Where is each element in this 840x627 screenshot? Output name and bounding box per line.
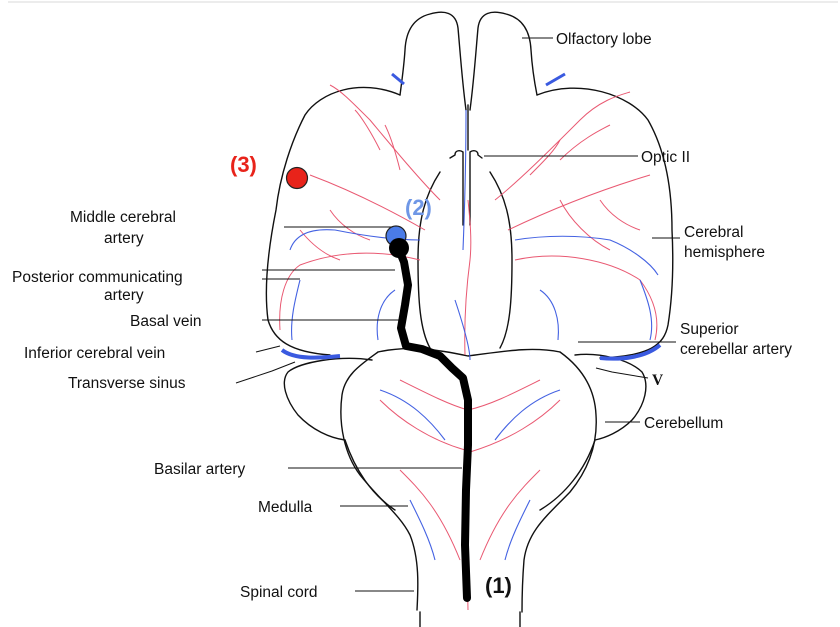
spinal-cord-outline xyxy=(420,612,520,627)
label-middle-cerebral-2: artery xyxy=(104,230,144,247)
cerebellum-left-outline xyxy=(284,358,372,440)
veins xyxy=(290,110,658,560)
label-v: V xyxy=(652,372,664,389)
cerebellum-inner-right xyxy=(540,440,595,510)
label-olfactory-lobe: Olfactory lobe xyxy=(556,31,652,48)
marker-1-label: (1) xyxy=(485,573,512,598)
marker-3-label: (3) xyxy=(230,152,257,177)
marker-2-label: (2) xyxy=(405,195,432,220)
electrode-tip xyxy=(389,238,409,258)
cerebellum-inner-left xyxy=(345,440,395,510)
label-spinal-cord: Spinal cord xyxy=(240,584,318,601)
label-superior-cerebellar-1: Superior xyxy=(680,321,739,338)
label-superior-cerebellar-2: cerebellar artery xyxy=(680,341,792,358)
olfactory-lobe-right-outline xyxy=(470,12,537,110)
label-inferior-cerebral-vein: Inferior cerebral vein xyxy=(24,345,165,362)
medulla-outline xyxy=(341,352,418,610)
label-posterior-communicating-1: Posterior communicating xyxy=(12,269,183,286)
label-basal-vein: Basal vein xyxy=(130,313,202,330)
label-middle-cerebral-1: Middle cerebral xyxy=(70,209,176,226)
label-optic-ii: Optic II xyxy=(641,149,690,166)
label-posterior-communicating-2: artery xyxy=(104,287,144,304)
label-cerebellum: Cerebellum xyxy=(644,415,723,432)
label-medulla: Medulla xyxy=(258,499,313,516)
label-cerebral-hemisphere-2: hemisphere xyxy=(684,244,765,261)
left-hemisphere-outline xyxy=(266,87,400,355)
transverse-sinus-left xyxy=(282,350,340,358)
medulla-outline-right xyxy=(522,352,596,612)
transverse-sinus-right xyxy=(600,345,660,359)
label-basilar-artery: Basilar artery xyxy=(154,461,246,478)
olfactory-lobe-left-outline xyxy=(400,12,466,110)
label-transverse-sinus: Transverse sinus xyxy=(68,375,186,392)
marker-3-dot xyxy=(287,168,308,189)
cerebellum-right-outline xyxy=(575,354,646,440)
label-cerebral-hemisphere-1: Cerebral xyxy=(684,224,743,241)
olfactory-vein-right xyxy=(546,74,565,85)
